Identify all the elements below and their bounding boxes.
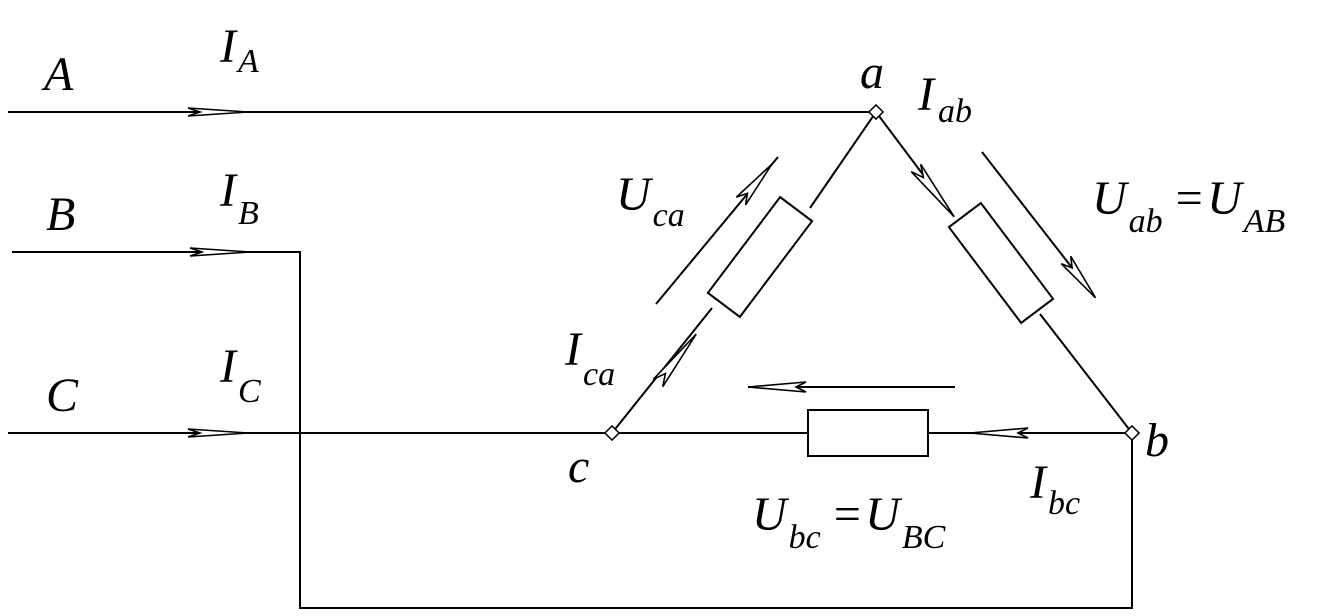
load-bc [807,409,929,457]
current-iab-main: I [917,68,936,121]
current-ibc-label: Ibc [1029,456,1080,522]
line-b-label: B [46,188,75,241]
current-ib-label: IB [219,164,259,232]
line-c-label: C [46,369,79,422]
branch-ab-wire-bottom [1039,313,1133,434]
voltage-arrows [655,151,1097,393]
loads [706,195,1055,457]
voltage-ab-rhs-main: U [1207,172,1245,225]
node-c-marker [603,424,621,442]
current-ica-sub: ca [583,356,615,393]
current-ica-main: I [564,323,583,376]
current-ic-label: IC [219,340,261,410]
node-labels: a b c [568,46,1169,493]
current-ia-label: IA [219,20,259,80]
delta-branches [611,111,1133,434]
voltage-bc-rhs-main: U [865,488,903,541]
voltage-ab-equals: = [1173,172,1205,225]
line-a-label: A [41,48,74,101]
current-ic-sub: C [238,373,261,410]
voltage-ca-main: U [616,168,654,221]
line-b-wire [12,251,1133,609]
voltage-labels: Uca Uab=UAB Ubc=UBC [616,168,1286,556]
current-iab-sub: ab [938,93,972,130]
line-labels: A B C [41,48,79,422]
load-ca [706,195,814,319]
voltage-ca-sub: ca [653,197,685,234]
branch-ca-wire-top [809,111,877,209]
current-ibc-sub: bc [1048,485,1080,522]
arrow-ica [652,333,697,388]
voltage-bc-arrow-head [747,381,807,393]
arrow-ia [187,107,249,117]
node-b-marker [1123,424,1141,442]
voltage-bc-label: Ubc=UBC [752,488,946,556]
node-a-label: a [860,46,884,99]
current-ib-sub: B [238,195,259,232]
voltage-bc-main: U [752,488,790,541]
voltage-ab-sub: ab [1129,203,1163,240]
voltage-bc-rhs-sub: BC [902,519,946,556]
node-b-label: b [1145,414,1169,467]
arrow-ib [189,247,251,257]
line-current-arrows [187,107,251,438]
current-ia-main: I [219,20,238,73]
voltage-ab-label: Uab=UAB [1092,172,1286,240]
current-ib-main: I [219,164,238,217]
arrow-ic [187,428,249,438]
node-c-label: c [568,440,589,493]
current-ica-label: Ica [564,323,615,393]
node-a-marker [867,103,885,121]
voltage-ab-arrow-head [1060,255,1097,299]
phase-current-arrows [652,163,1029,439]
line-current-labels: IA IB IC [219,20,261,410]
current-ic-main: I [219,340,238,393]
arrow-iab [910,163,955,218]
current-ia-sub: A [236,43,259,80]
nodes [603,103,1141,442]
voltage-bc-equals: = [831,488,863,541]
voltage-ca-arrow-head [735,163,773,206]
arrow-ibc [969,427,1029,439]
voltage-ab-rhs-sub: AB [1242,203,1286,240]
voltage-ca-label: Uca [616,168,685,234]
load-ab [947,201,1055,325]
voltage-ab-main: U [1092,172,1130,225]
voltage-bc-sub: bc [789,519,821,556]
current-ibc-main: I [1029,456,1048,509]
